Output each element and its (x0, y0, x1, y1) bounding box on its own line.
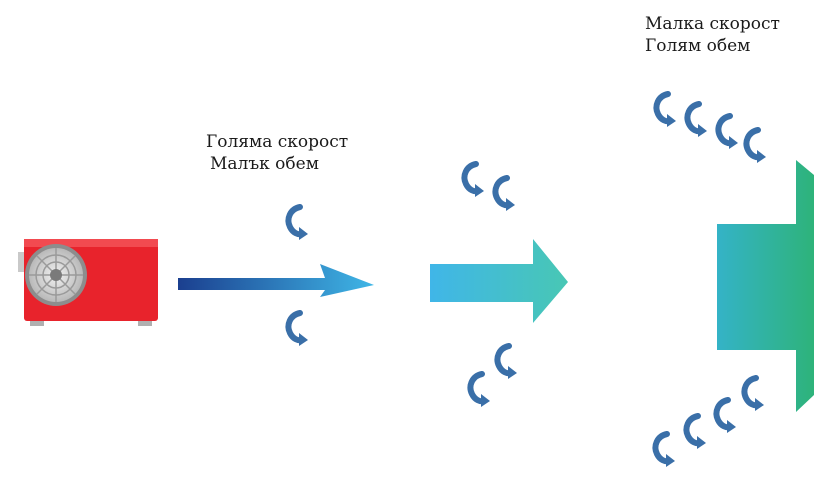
low-speed-label: Малка скорост Голям обем (645, 13, 780, 57)
swirl-icon (655, 434, 675, 467)
swirl-icon (716, 400, 736, 433)
low-speed-arrow (717, 160, 814, 412)
swirl-icon (495, 178, 515, 211)
high-speed-line1: Голяма скорост (206, 132, 349, 152)
swirl-icon (288, 207, 308, 240)
swirl-icon (686, 416, 706, 449)
swirl-icon (656, 94, 676, 127)
high-speed-arrow (178, 264, 374, 297)
swirl-icon (470, 374, 490, 407)
swirl-icon (744, 378, 764, 411)
swirl-icon (288, 313, 308, 346)
low-speed-line1: Малка скорост (645, 14, 780, 34)
swirl-icon (497, 346, 517, 379)
high-speed-label: Голяма скорост Малък обем (206, 131, 348, 175)
swirl-icon (464, 164, 484, 197)
medium-arrow (430, 239, 568, 323)
high-speed-line2: Малък обем (210, 154, 319, 174)
swirl-icon (718, 116, 738, 149)
low-speed-line2: Голям обем (645, 36, 751, 56)
fan-unit-icon (18, 239, 158, 326)
swirl-icon (687, 104, 707, 137)
swirl-icon (746, 130, 766, 163)
